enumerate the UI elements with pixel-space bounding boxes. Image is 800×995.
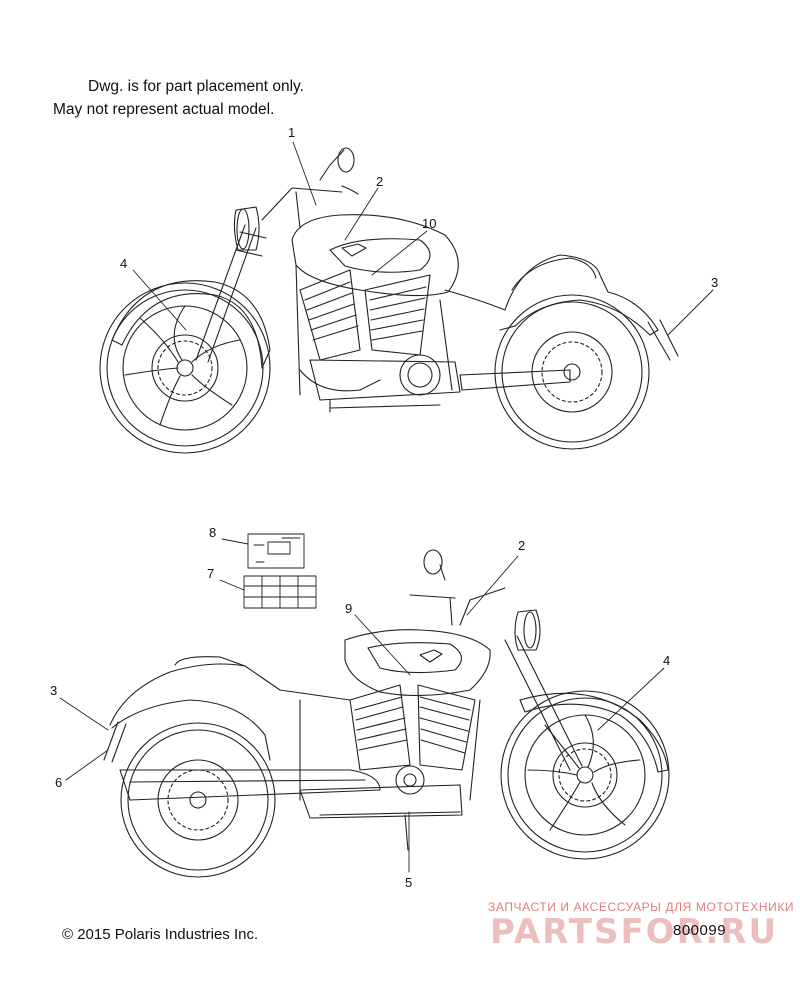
copyright-notice: © 2015 Polaris Industries Inc. [62,926,259,943]
callout-top-10: 10 [422,216,436,231]
top-front-wheel [99,282,271,454]
callout-top-1: 1 [288,125,295,140]
top-motorcycle [99,147,679,454]
decal-label-7 [243,575,317,609]
top-engine [299,269,461,401]
callout-bottom-3: 3 [50,683,57,698]
watermark-logo: PARTSFOR.RU [490,912,779,952]
bottom-front-wheel [500,690,670,860]
watermark-tagline: ЗАПЧАСТИ И АКСЕССУАРЫ ДЛЯ МОТОТЕХНИКИ [488,900,795,914]
placement-note-line-1: Dwg. is for part placement only. [88,78,304,95]
callout-bottom-8: 8 [209,525,216,540]
bottom-engine [299,684,476,819]
callout-leaders [59,141,714,873]
callout-top-2: 2 [376,174,383,189]
drawing-number: 800099 [673,922,727,939]
callout-bottom-4: 4 [663,653,670,668]
callout-bottom-7: 7 [207,566,214,581]
callout-top-4: 4 [120,256,127,271]
placement-note-line-2: May not represent actual model. [53,101,275,118]
callout-numbers: 1 2 10 4 3 8 7 2 9 4 3 6 5 [50,125,718,890]
bottom-rear-wheel [120,722,276,878]
top-rear-wheel [494,294,650,450]
callout-bottom-2: 2 [518,538,525,553]
callout-bottom-6: 6 [55,775,62,790]
callout-top-3: 3 [711,275,718,290]
bottom-motorcycle [103,549,670,878]
callout-bottom-9: 9 [345,601,352,616]
callout-bottom-5: 5 [405,875,412,890]
decal-label-8 [247,533,305,569]
